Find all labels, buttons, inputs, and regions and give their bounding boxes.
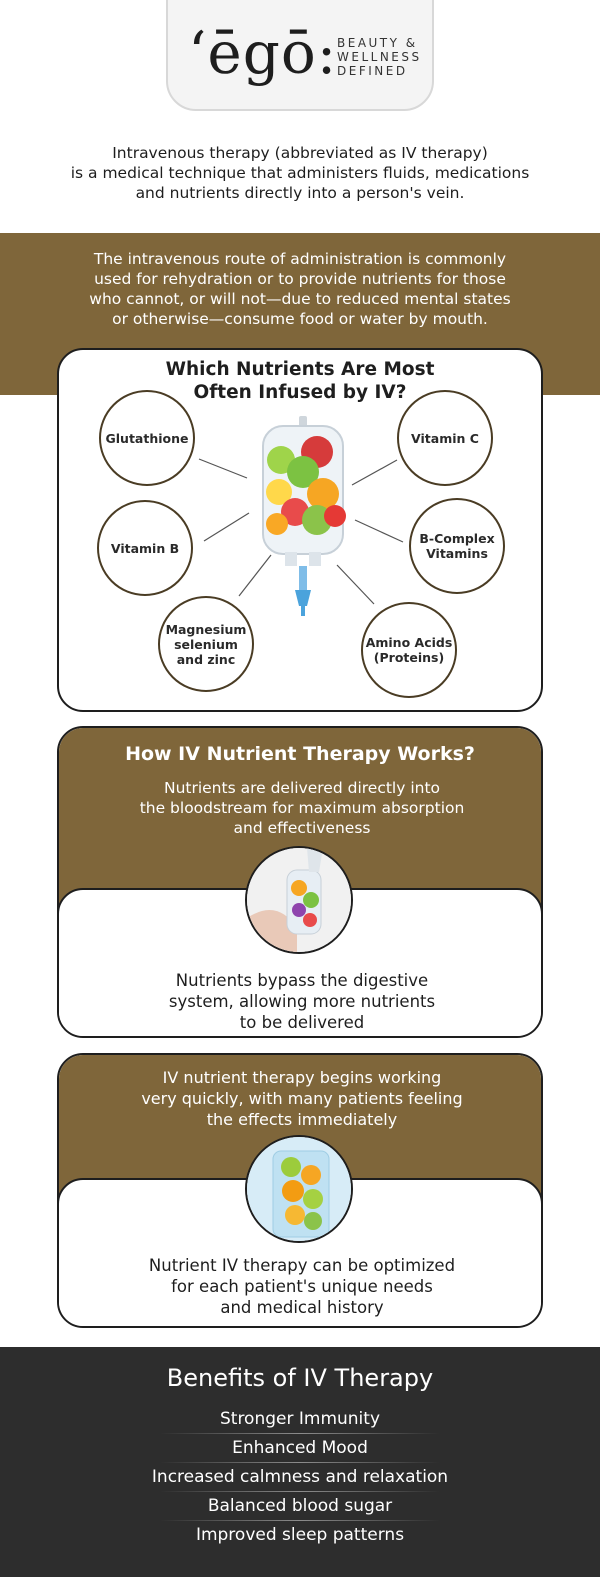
benefit-item: Balanced blood sugar — [0, 1492, 600, 1521]
band-line: who cannot, or will not—due to reduced m… — [89, 290, 511, 308]
nutrient-node-vitamin-c: Vitamin C — [397, 390, 493, 486]
logo-tagline-line: WELLNESS — [337, 50, 422, 64]
band-line: The intravenous route of administration … — [93, 250, 507, 268]
citrus-water-photo-icon — [247, 1137, 351, 1241]
band-line: used for rehydration or to provide nutri… — [94, 270, 506, 288]
benefits-title: Benefits of IV Therapy — [166, 1364, 434, 1392]
logo-tagline-line: BEAUTY & — [337, 36, 418, 50]
nutrient-label-line: selenium — [174, 636, 238, 652]
subtitle-line: IV nutrient therapy begins working — [162, 1068, 442, 1087]
nutrients-title-line: Which Nutrients Are Most — [165, 359, 435, 380]
detail-line: to be delivered — [239, 1013, 365, 1032]
band-line: or otherwise—consume food or water by mo… — [112, 310, 488, 328]
speed-subtitle: IV nutrient therapy begins working very … — [89, 1067, 515, 1130]
detail-line: system, allowing more nutrients — [168, 992, 436, 1011]
connector-lines — [198, 458, 404, 605]
iv-bag-icon — [262, 416, 346, 616]
nutrient-node-glutathione: Glutathione — [99, 390, 195, 486]
nutrient-label-line: and zinc — [176, 651, 236, 667]
band-text: The intravenous route of administration … — [60, 249, 540, 329]
intro-line: and nutrients directly into a person's v… — [135, 184, 465, 202]
subtitle-line: the bloodstream for maximum absorption — [139, 799, 465, 817]
logo-mark: ‘ēgō: — [188, 19, 338, 87]
benefit-item: Stronger Immunity — [0, 1405, 600, 1434]
benefits-list: Stronger Immunity Enhanced Mood Increase… — [0, 1405, 600, 1550]
detail-line: Nutrients bypass the digestive — [175, 971, 429, 990]
benefit-label: Enhanced Mood — [232, 1438, 368, 1458]
benefit-divider — [160, 1491, 440, 1492]
intro-line: Intravenous therapy (abbreviated as IV t… — [112, 144, 488, 162]
nutrient-label-line: Vitamins — [426, 546, 488, 561]
nutrient-node-magnesium: Magnesium selenium and zinc — [158, 596, 254, 692]
intro-text: Intravenous therapy (abbreviated as IV t… — [40, 143, 560, 203]
speed-detail: Nutrient IV therapy can be optimized for… — [79, 1255, 525, 1318]
subtitle-line: the effects immediately — [206, 1110, 398, 1129]
logo-tagline-line: DEFINED — [337, 64, 408, 78]
detail-line: for each patient's unique needs — [171, 1277, 433, 1296]
subtitle-line: Nutrients are delivered directly into — [163, 779, 441, 797]
nutrient-label-line: Magnesium — [165, 621, 247, 637]
benefit-label: Increased calmness and relaxation — [151, 1467, 449, 1487]
intro-line: is a medical technique that administers … — [70, 164, 530, 182]
benefit-item: Increased calmness and relaxation — [0, 1463, 600, 1492]
nutrients-title-line: Often Infused by IV? — [193, 382, 407, 403]
nutrient-node-vitamin-b: Vitamin B — [97, 500, 193, 596]
subtitle-line: very quickly, with many patients feeling — [141, 1089, 463, 1108]
benefit-label: Improved sleep patterns — [195, 1525, 405, 1545]
nutrient-label-line: Amino Acids — [365, 635, 453, 650]
citrus-water-photo — [245, 1135, 353, 1243]
iv-bag-photo-icon — [247, 848, 351, 952]
benefit-label: Balanced blood sugar — [207, 1496, 393, 1516]
nutrients-card: Which Nutrients Are Most Often Infused b… — [57, 348, 543, 712]
benefit-divider — [160, 1462, 440, 1463]
how-it-works-detail: Nutrients bypass the digestive system, a… — [79, 970, 525, 1033]
nutrient-label-line: Vitamin B — [110, 540, 180, 556]
subtitle-line: and effectiveness — [233, 819, 371, 837]
logo-box: ‘ēgō: BEAUTY & WELLNESS DEFINED — [166, 0, 434, 111]
nutrient-node-amino-acids: Amino Acids (Proteins) — [361, 602, 457, 698]
nutrient-label-line: B-Complex — [419, 531, 495, 546]
nutrient-label-line: Vitamin C — [411, 430, 479, 446]
how-it-works-card: How IV Nutrient Therapy Works? Nutrients… — [57, 726, 543, 1038]
logo-tagline: BEAUTY & WELLNESS DEFINED — [337, 36, 422, 78]
nutrient-label-line: Glutathione — [105, 430, 189, 446]
nutrient-node-b-complex: B-Complex Vitamins — [409, 498, 505, 594]
benefits-section: Benefits of IV Therapy Stronger Immunity… — [0, 1347, 600, 1577]
nutrient-label-line: (Proteins) — [373, 650, 445, 665]
iv-bag-photo — [245, 846, 353, 954]
benefit-item: Improved sleep patterns — [0, 1521, 600, 1550]
nutrients-title: Which Nutrients Are Most Often Infused b… — [59, 358, 541, 404]
benefit-item: Enhanced Mood — [0, 1434, 600, 1463]
how-it-works-title: How IV Nutrient Therapy Works? — [125, 743, 475, 765]
benefit-divider — [160, 1433, 440, 1434]
speed-card: IV nutrient therapy begins working very … — [57, 1053, 543, 1328]
benefit-divider — [160, 1520, 440, 1521]
detail-line: and medical history — [220, 1298, 384, 1317]
detail-line: Nutrient IV therapy can be optimized — [148, 1256, 456, 1275]
how-it-works-subtitle: Nutrients are delivered directly into th… — [89, 778, 515, 838]
benefit-label: Stronger Immunity — [219, 1409, 381, 1429]
